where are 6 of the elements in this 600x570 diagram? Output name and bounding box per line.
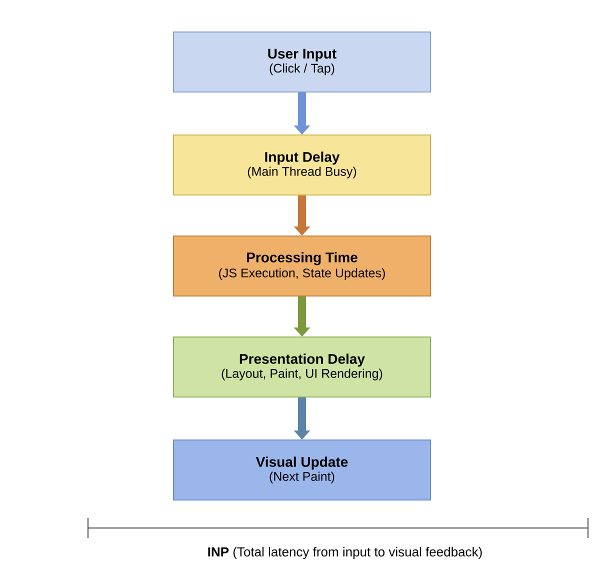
process-box: Processing Time (JS Execution, State Updates) [173, 236, 431, 296]
process-box: Input Delay (Main Thread Busy) [173, 134, 431, 196]
process-box: Visual Update (Next Paint) [173, 440, 431, 500]
caption-text: INP (Total latency from input to visual feedback) [208, 546, 482, 560]
process-box: User Input (Click / Tap) [173, 32, 431, 92]
process-box: Presentation Delay (Layout, Paint, UI Rendering) [173, 336, 431, 398]
